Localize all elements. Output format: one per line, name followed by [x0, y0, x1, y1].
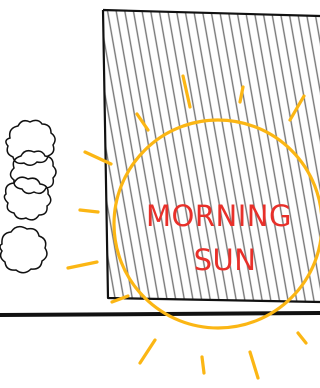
sun-ray	[80, 210, 98, 212]
tree-canopy	[6, 120, 55, 165]
tree-canopy	[4, 177, 50, 220]
sun-ray	[202, 357, 204, 373]
sun-ray	[140, 340, 155, 363]
tree-canopy	[11, 151, 57, 194]
sun-label-line2: SUN	[194, 243, 257, 277]
sun-label-line1: MORNING	[146, 199, 292, 233]
trees	[0, 120, 56, 272]
sun-ray	[298, 333, 306, 343]
sun-ray	[250, 352, 258, 378]
tree-canopy	[0, 227, 47, 273]
sun-ray	[68, 262, 97, 268]
